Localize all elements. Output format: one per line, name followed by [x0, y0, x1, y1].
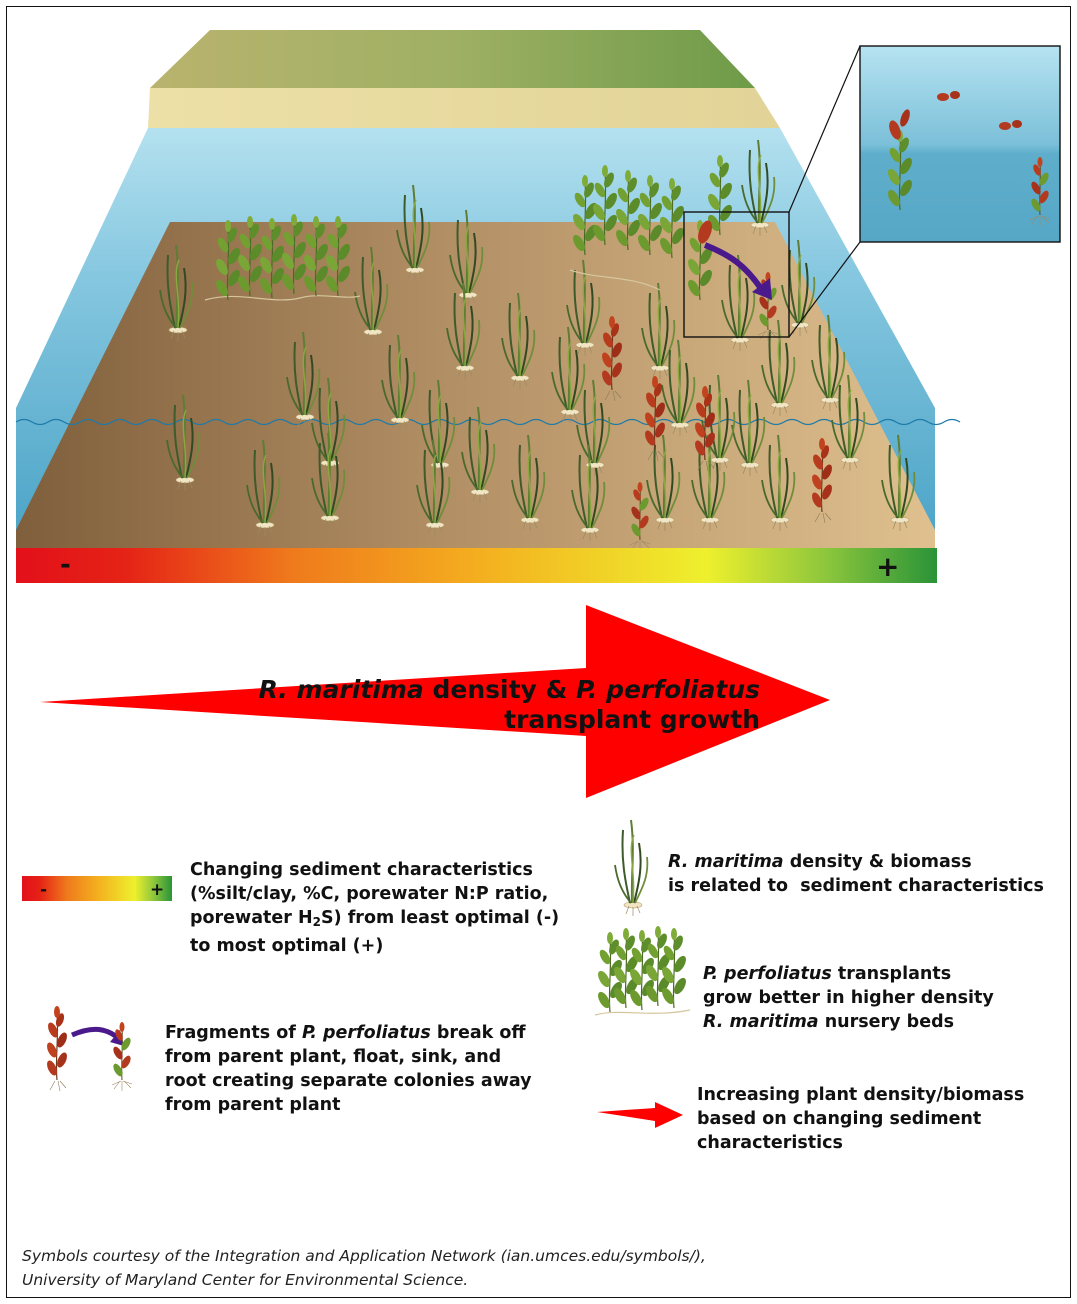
- credits-line1: Symbols courtesy of the Integration and …: [22, 1247, 706, 1265]
- main-arrow-line1: R. maritima density & P. perfoliatus: [200, 675, 760, 705]
- legend-fragments-line1: Fragments of P. perfoliatus break off: [165, 1021, 532, 1045]
- legend-transplant-line1: P. perfoliatus transplants: [703, 962, 994, 986]
- transplant-bed-right: [569, 154, 735, 301]
- transplant-bed-left: [204, 213, 361, 301]
- legend-gradient-icon: - +: [22, 876, 172, 901]
- legend-gradient-plus: +: [150, 880, 164, 900]
- main-arrow-species-b: P. perfoliatus: [576, 675, 760, 704]
- legend-ruppia-line2: is related to sediment characteristics: [668, 876, 1044, 896]
- legend-ruppia-icon: [614, 819, 649, 917]
- legend-sediment-subscript: 2: [312, 915, 321, 929]
- legend-fragments-line2: from parent plant, float, sink, and: [165, 1047, 502, 1067]
- credits-line2: University of Maryland Center for Enviro…: [22, 1271, 469, 1289]
- legend-fragments-line3: root creating separate colonies away: [165, 1071, 532, 1091]
- zoom-inset: [859, 45, 1061, 243]
- main-red-arrow: [40, 605, 830, 798]
- legend-transplant-line1b: transplants: [831, 964, 952, 984]
- legend-increasing-line1: Increasing plant density/biomass: [697, 1085, 1025, 1105]
- main-arrow-connector: density &: [423, 675, 577, 704]
- legend-fragments-line1b: break off: [430, 1023, 526, 1043]
- sediment-gradient-bar: [16, 548, 937, 583]
- legend-fragments-line4: from parent plant: [165, 1095, 341, 1115]
- fragment-arrow-head: [752, 278, 772, 300]
- shore-beach: [148, 88, 780, 128]
- credits: Symbols courtesy of the Integration and …: [22, 1244, 706, 1292]
- legend-transplant-line2: grow better in higher density: [703, 988, 994, 1008]
- main-arrow-line2: transplant growth: [504, 705, 760, 734]
- legend-fragments-species: P. perfoliatus: [301, 1023, 431, 1043]
- legend-sediment-line4: to most optimal (+): [190, 936, 384, 956]
- legend-sediment-line3: porewater H2S) from least optimal (-): [190, 906, 559, 934]
- zoom-line-bottom: [788, 241, 861, 338]
- legend-transplant-text: P. perfoliatus transplants grow better i…: [703, 962, 994, 1034]
- legend-transplant-species: P. perfoliatus: [703, 964, 832, 984]
- sediment-bed: [16, 222, 935, 548]
- legend-ruppia-line1: R. maritima density & biomass: [668, 850, 1044, 874]
- main-arrow-label: R. maritima density & P. perfoliatus tra…: [200, 675, 760, 735]
- legend-sediment-text: Changing sediment characteristics (%silt…: [190, 858, 559, 958]
- legend-fragment-icon: [44, 1005, 134, 1092]
- legend-increasing-text: Increasing plant density/biomass based o…: [697, 1083, 1024, 1155]
- zoom-box: [683, 211, 790, 338]
- legend-sediment-line3a: porewater H: [190, 908, 313, 928]
- legend-ruppia-line1b: density & biomass: [783, 852, 972, 872]
- legend-ruppia-species: R. maritima: [668, 852, 784, 872]
- legend-fragments-text: Fragments of P. perfoliatus break off fr…: [165, 1021, 532, 1117]
- legend-increasing-line2: based on changing sediment: [697, 1109, 982, 1129]
- legend-sediment-line1: Changing sediment characteristics: [190, 860, 533, 880]
- legend-gradient-minus: -: [40, 880, 47, 900]
- legend-ruppia-text: R. maritima density & biomass is related…: [668, 850, 1044, 898]
- main-arrow-species-a: R. maritima: [258, 675, 424, 704]
- zoom-line-top: [788, 45, 861, 213]
- legend-fragments-line1a: Fragments of: [165, 1023, 302, 1043]
- floating-fragment: [698, 220, 712, 244]
- legend-transplant-line3: R. maritima nursery beds: [703, 1010, 994, 1034]
- fragment-arrow: [703, 242, 765, 292]
- legend-increasing-line3: characteristics: [697, 1133, 843, 1153]
- shore-field: [150, 30, 755, 88]
- legend-red-arrow-icon: [597, 1102, 683, 1128]
- legend-sediment-line2: (%silt/clay, %C, porewater N:P ratio,: [190, 884, 549, 904]
- legend-transplant-icon: [594, 925, 691, 1016]
- gradient-minus-label: -: [60, 550, 71, 580]
- gradient-plus-label: +: [876, 550, 899, 583]
- legend-transplant-line3b: nursery beds: [818, 1012, 955, 1032]
- legend-transplant-species2: R. maritima: [703, 1012, 819, 1032]
- legend-sediment-line3b: S) from least optimal (-): [321, 908, 560, 928]
